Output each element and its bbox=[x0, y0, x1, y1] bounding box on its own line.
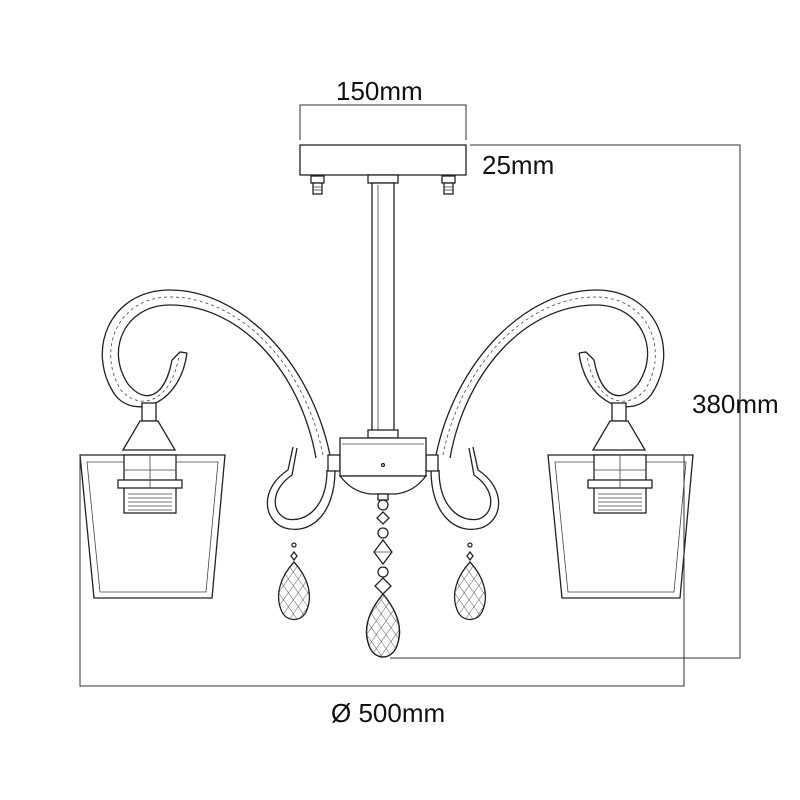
mounting-screw-left bbox=[310, 175, 325, 195]
crystal-chain-center bbox=[373, 499, 393, 595]
diameter-label: Ø 500mm bbox=[331, 698, 446, 728]
canopy-height-label: 25mm bbox=[482, 150, 555, 180]
crystal-drop-center bbox=[365, 592, 401, 658]
lamp-left bbox=[79, 402, 226, 599]
ceiling-canopy bbox=[299, 144, 467, 195]
crystal-drop-right bbox=[454, 542, 486, 621]
lamp-right bbox=[547, 402, 694, 599]
total-height-label: 380mm bbox=[692, 389, 779, 419]
down-rod bbox=[367, 174, 399, 439]
crystal-drop-left bbox=[278, 542, 310, 621]
dimension-canopy-width bbox=[299, 104, 467, 140]
canopy-width-label: 150mm bbox=[336, 76, 423, 106]
mounting-screw-right bbox=[441, 175, 456, 195]
central-hub bbox=[327, 437, 439, 501]
glass-shade-left bbox=[79, 454, 226, 599]
